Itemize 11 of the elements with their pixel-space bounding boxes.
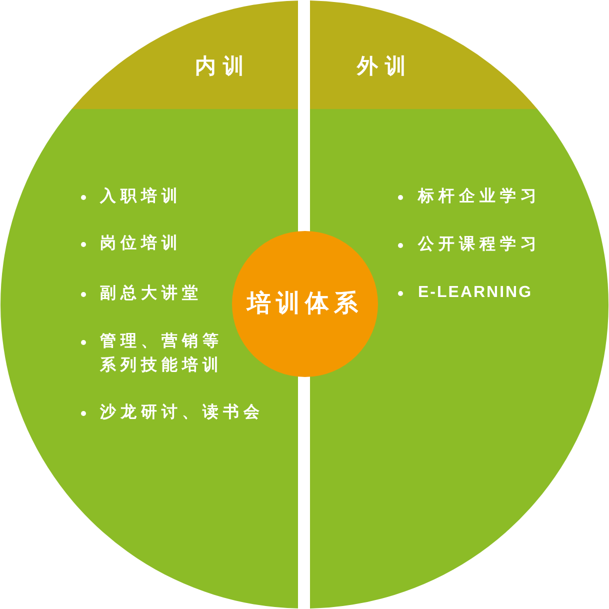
list-item: 副总大讲堂: [100, 284, 202, 304]
list-item: 岗位培训: [100, 233, 182, 254]
center-title: 培训体系: [247, 289, 363, 319]
list-item: 沙龙研讨、读书会: [100, 402, 264, 423]
list-item: E-LEARNING: [418, 283, 533, 303]
list-item: 管理、营销等系列技能培训: [100, 332, 224, 376]
section-heading: 内训: [195, 54, 251, 80]
list-item: 公开课程学习: [418, 234, 541, 255]
list-item: 标杆企业学习: [418, 186, 541, 207]
list-item: 入职培训: [100, 186, 182, 207]
section-heading: 外训: [357, 54, 413, 80]
